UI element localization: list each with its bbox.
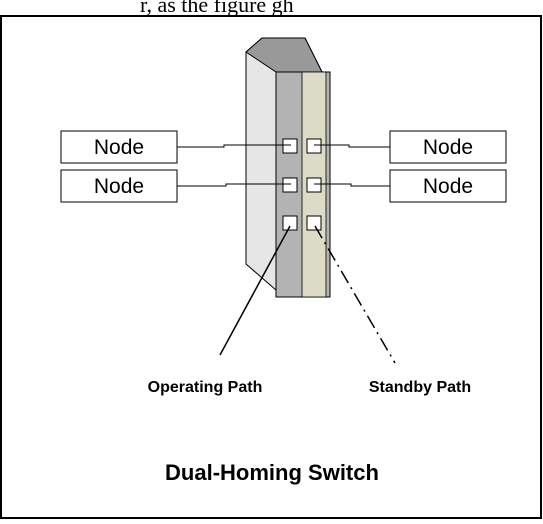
standby-path-line — [314, 225, 396, 364]
top-cropped-text: r, as the figure gh — [140, 0, 294, 17]
node-right-top: Node — [389, 130, 507, 164]
standby-path-label: Standby Path — [369, 379, 471, 396]
connection-left-bottom — [177, 183, 291, 187]
node-label: Node — [94, 136, 144, 159]
connection-right-bottom — [314, 183, 390, 187]
frame-border — [0, 15, 542, 519]
operating-path-label: Operating Path — [148, 379, 263, 396]
node-label: Node — [94, 175, 144, 198]
connection-right-top — [314, 144, 390, 148]
node-right-bottom: Node — [389, 169, 507, 203]
switch-device — [245, 37, 331, 298]
port-operating — [282, 215, 298, 231]
port-left-row2 — [282, 177, 298, 193]
diagram-title: Dual-Homing Switch — [165, 460, 379, 485]
node-left-top: Node — [60, 130, 178, 164]
port-right-row2 — [306, 177, 322, 193]
node-label: Node — [423, 175, 473, 198]
node-box — [60, 130, 178, 164]
port-right-row1 — [306, 138, 322, 154]
port-left-row1 — [282, 138, 298, 154]
node-box — [389, 169, 507, 203]
node-connections — [177, 144, 390, 187]
node-left-bottom: Node — [60, 169, 178, 203]
connection-left-top — [177, 144, 291, 148]
operating-path-line — [219, 225, 291, 356]
node-box — [389, 130, 507, 164]
node-box — [60, 169, 178, 203]
port-standby — [306, 215, 322, 231]
node-label: Node — [423, 136, 473, 159]
